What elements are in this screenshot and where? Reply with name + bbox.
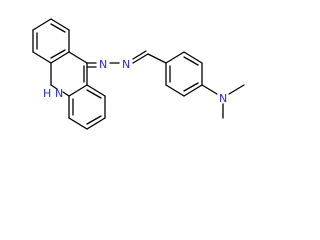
bond	[32, 18, 52, 31]
atom-n-dimethylamino: N	[219, 92, 227, 105]
bond	[50, 84, 58, 90]
bond	[183, 51, 203, 64]
bond	[68, 51, 88, 64]
double-bond-inner	[50, 23, 66, 33]
acridine-ring-a	[32, 18, 70, 64]
dimethylamino-group	[201, 84, 245, 119]
double-bond-inner	[86, 89, 102, 99]
bond	[201, 84, 218, 95]
atom-n-hydrazone-2: N	[122, 58, 130, 71]
bond	[165, 84, 185, 97]
phenyl-ring	[165, 51, 203, 97]
bond	[132, 50, 147, 60]
atom-n-hydrazone-1: N	[99, 58, 107, 71]
bond	[86, 117, 106, 130]
double-bond-inner	[50, 49, 66, 59]
bond	[50, 18, 70, 31]
bond	[50, 51, 70, 64]
double-bond-inner	[183, 56, 199, 66]
bond	[228, 84, 245, 95]
atom-h-ring: H	[43, 87, 51, 100]
bond	[183, 84, 203, 97]
bond	[62, 91, 70, 97]
acridine-nh-bonds	[50, 84, 70, 97]
bond	[147, 53, 167, 64]
acridine-ring-c	[68, 84, 106, 130]
bond	[68, 84, 88, 97]
bond	[165, 51, 185, 64]
atom-n-ring: N	[55, 87, 63, 100]
double-bond-inner	[86, 115, 102, 125]
bond	[132, 53, 149, 64]
canvas-reset-2	[0, 0, 288, 161]
bond	[68, 117, 88, 130]
bond	[86, 84, 106, 97]
hydrazone-linkage	[86, 50, 167, 68]
chemical-structure-diagram: N N N H N	[0, 0, 288, 161]
bond	[32, 51, 52, 64]
double-bond-inner	[183, 82, 199, 92]
